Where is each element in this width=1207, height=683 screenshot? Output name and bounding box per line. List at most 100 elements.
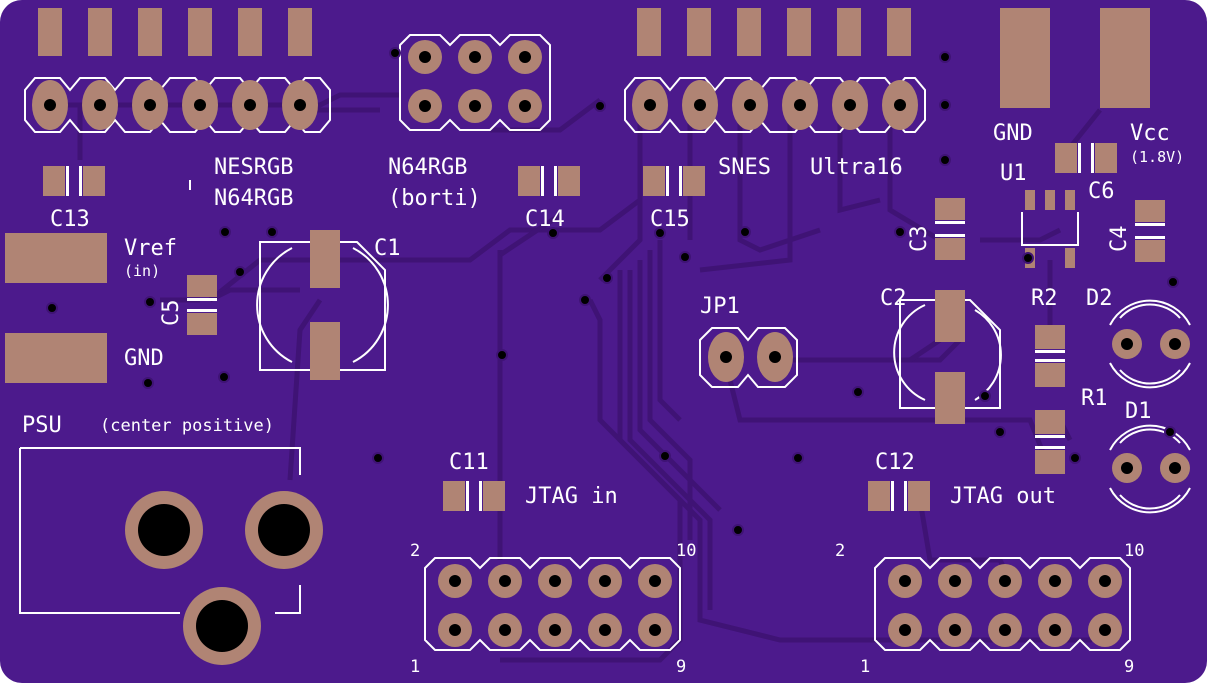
label-c15: C15 <box>650 207 690 232</box>
via <box>939 51 951 63</box>
jtag-in-pin-10: 10 <box>676 541 696 561</box>
via <box>679 251 691 263</box>
label-jp1: JP1 <box>700 294 740 319</box>
label-u1: U1 <box>1000 161 1027 186</box>
label-c12: C12 <box>875 450 915 475</box>
jumper-pad <box>708 332 744 382</box>
label-c3: C3 <box>907 226 932 253</box>
label-d1: D1 <box>1125 399 1152 424</box>
header-pad <box>632 80 668 130</box>
via <box>994 426 1006 438</box>
jtag-pad <box>438 564 472 598</box>
label-r1: R1 <box>1081 386 1108 411</box>
header-pad <box>408 40 442 74</box>
jtag-pad <box>1038 613 1072 647</box>
jtag-pad <box>938 564 972 598</box>
header-pad <box>732 80 768 130</box>
via <box>266 226 278 238</box>
label-vref-in: (in) <box>124 262 160 280</box>
via <box>1069 452 1081 464</box>
jtag-pad <box>638 564 672 598</box>
header-pad <box>132 80 168 130</box>
via <box>732 524 744 536</box>
smd-silk-marks <box>66 143 1165 511</box>
through-hole-pads <box>32 40 1190 665</box>
jtag-pad <box>488 613 522 647</box>
via <box>1167 276 1179 288</box>
silkscreen-text: NESRGB N64RGB N64RGB (borti) SNES Ultra1… <box>22 121 1184 677</box>
header-pad <box>458 40 492 74</box>
via <box>1022 252 1034 264</box>
via <box>234 266 246 278</box>
label-n64rgb-center: N64RGB <box>388 155 467 180</box>
header-pad <box>82 80 118 130</box>
via <box>46 302 58 314</box>
header-pad <box>832 80 868 130</box>
label-borti: (borti) <box>388 186 481 211</box>
header-pad <box>782 80 818 130</box>
label-c5: C5 <box>159 300 184 327</box>
label-c6: C6 <box>1088 179 1115 204</box>
label-jtag-out: JTAG out <box>950 484 1056 509</box>
jtag-in-pin-2: 2 <box>410 541 420 561</box>
header-pad <box>882 80 918 130</box>
led-pad <box>1160 329 1190 359</box>
via <box>659 450 671 462</box>
label-nesrgb: NESRGB <box>214 155 293 180</box>
label-n64rgb-left: N64RGB <box>214 186 293 211</box>
jtag-pad <box>1038 564 1072 598</box>
via <box>496 349 508 361</box>
via <box>852 386 864 398</box>
jtag-out-pin-9: 9 <box>1124 657 1134 677</box>
via <box>601 272 613 284</box>
copper-traces <box>50 92 1103 663</box>
label-ultra16: Ultra16 <box>810 155 903 180</box>
label-c11: C11 <box>449 450 489 475</box>
jtag-pad <box>638 613 672 647</box>
led-pad <box>1112 329 1142 359</box>
header-pad <box>408 89 442 123</box>
jtag-pad <box>538 613 572 647</box>
jtag-pad <box>588 564 622 598</box>
label-vcc: Vcc <box>1130 121 1170 146</box>
via <box>939 154 951 166</box>
led-pad <box>1160 453 1190 483</box>
jtag-in-pin-1: 1 <box>410 657 420 677</box>
silkscreen-outlines <box>19 34 1191 651</box>
psu-pad <box>183 587 261 665</box>
header-pad <box>32 80 68 130</box>
via <box>792 452 804 464</box>
header-pad <box>508 40 542 74</box>
psu-pad <box>245 491 323 569</box>
jumper-pad <box>757 332 793 382</box>
header-pad <box>232 80 268 130</box>
jtag-pad <box>438 613 472 647</box>
label-psu: PSU <box>22 413 62 438</box>
label-c1: C1 <box>374 236 401 261</box>
label-psu-note: (center positive) <box>100 416 274 436</box>
header-pad <box>458 89 492 123</box>
header-pad <box>282 80 318 130</box>
jtag-pad <box>588 613 622 647</box>
via <box>142 377 154 389</box>
label-c4: C4 <box>1107 226 1132 253</box>
via <box>939 99 951 111</box>
label-vcc-voltage: (1.8V) <box>1130 148 1184 166</box>
jtag-pad <box>888 564 922 598</box>
jtag-pad <box>888 613 922 647</box>
via <box>547 227 559 239</box>
vias <box>46 47 1179 536</box>
jtag-pad <box>938 613 972 647</box>
via <box>389 47 401 59</box>
jtag-pad <box>988 613 1022 647</box>
label-c2: C2 <box>880 286 907 311</box>
jtag-pad <box>538 564 572 598</box>
led-pad <box>1112 453 1142 483</box>
jtag-in-pin-9: 9 <box>676 657 686 677</box>
via <box>654 227 666 239</box>
label-c13: C13 <box>50 207 90 232</box>
label-d2: D2 <box>1086 286 1113 311</box>
label-vref: Vref <box>124 236 177 261</box>
header-pad <box>508 89 542 123</box>
